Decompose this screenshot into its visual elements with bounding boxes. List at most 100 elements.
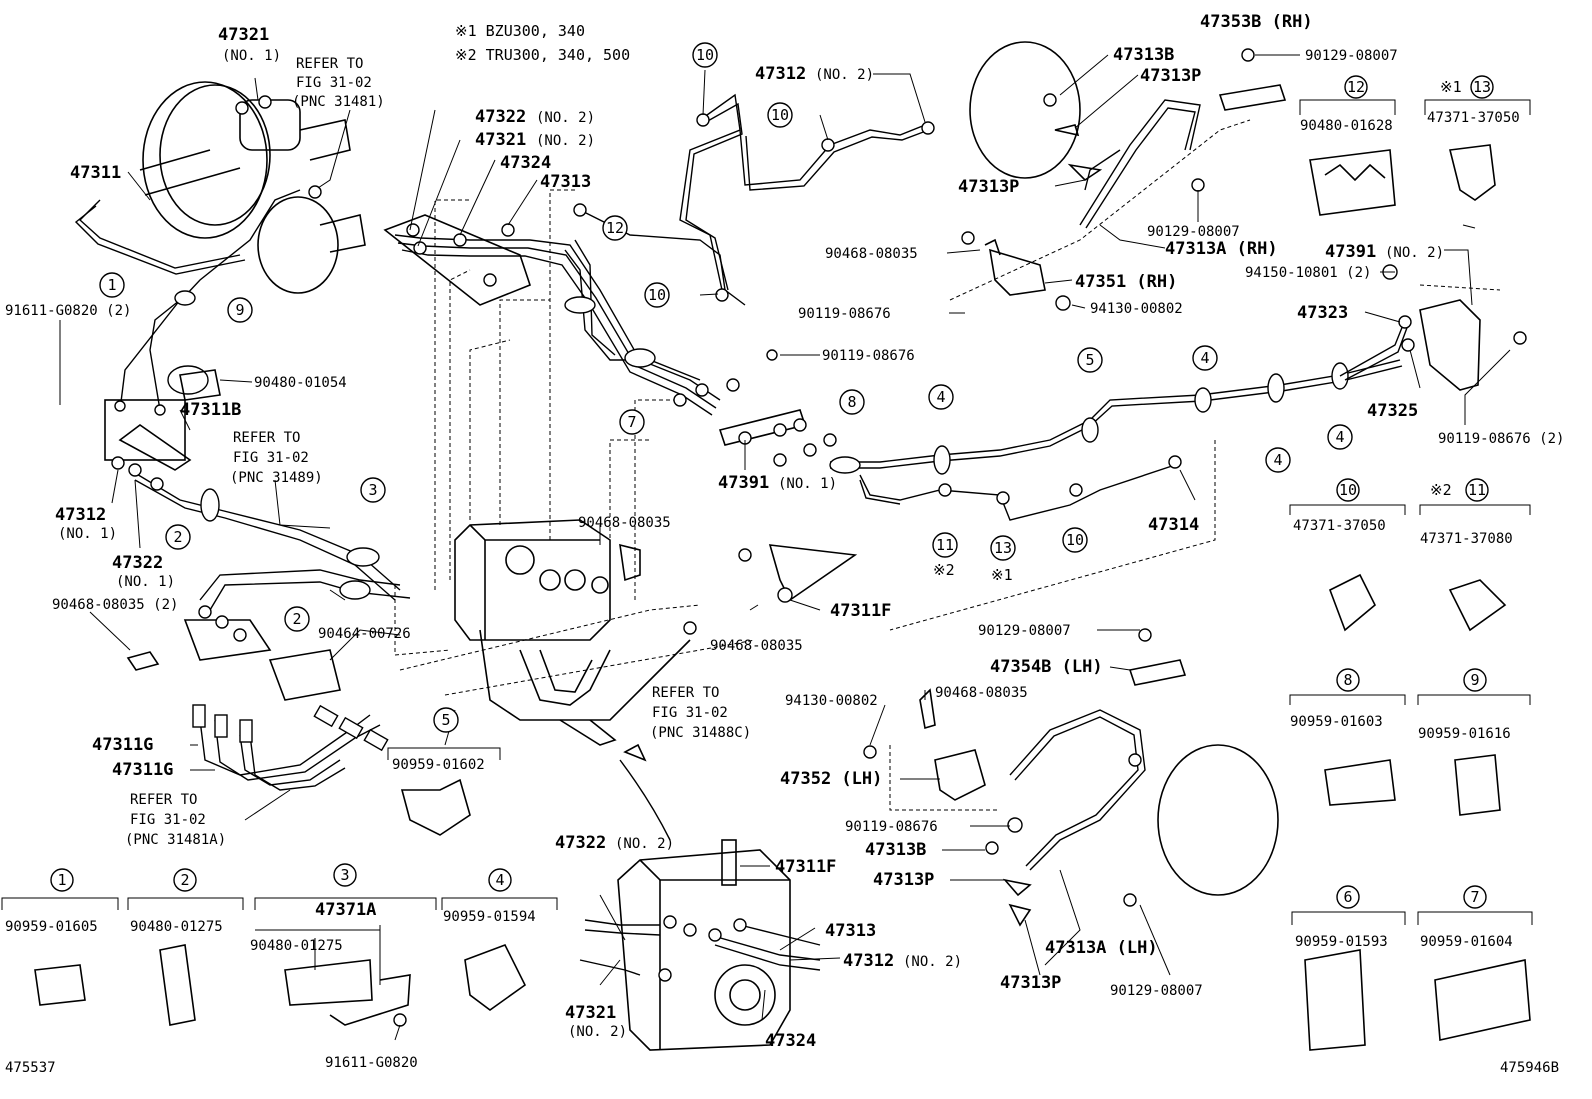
callout-10d — [1062, 527, 1088, 553]
callout-10a — [692, 42, 718, 68]
callout-circle — [1191, 178, 1205, 192]
label-no1-d: (NO. 1) — [778, 476, 837, 492]
label-94150: 94150-10801 (2) — [1245, 265, 1371, 281]
callout-circle — [726, 378, 740, 392]
label-47371a: 47371A — [315, 900, 376, 920]
callouts-k2: 2 — [180, 871, 189, 889]
rh-wheel-assembly — [949, 41, 1287, 311]
callout-circle — [1336, 668, 1360, 692]
callout-circle — [985, 841, 999, 855]
callout-circle — [708, 928, 722, 942]
label-90959-01594: 90959-01594 — [443, 909, 536, 925]
callout-circle — [564, 569, 586, 591]
label-no2-f: (NO. 2) — [568, 1024, 627, 1040]
label-no2-e: (NO. 2) — [903, 954, 962, 970]
callouts-c12: 12 — [606, 219, 624, 237]
callouts-c5b: 5 — [1085, 351, 1094, 369]
label-90959-01616: 90959-01616 — [1418, 726, 1511, 742]
lh-wheel-assembly — [863, 628, 1279, 927]
label-47313b-rh: 47313B — [1113, 45, 1174, 65]
callouts-star2: ※2 — [933, 561, 955, 579]
label-47354b: 47354B (LH) — [990, 657, 1103, 677]
callout-circle — [777, 587, 793, 603]
label-47371-37080: 47371-37080 — [1420, 531, 1513, 547]
callout-circle — [921, 121, 935, 135]
callout-circle — [1043, 93, 1057, 107]
label-47324-b: 47324 — [765, 1031, 816, 1051]
label-47371-37050-a: 47371-37050 — [1427, 110, 1520, 126]
callout-circle — [150, 477, 164, 491]
label-refer3c: (PNC 31481A) — [125, 832, 226, 848]
note-tru: ※2 TRU300, 340, 500 — [455, 46, 630, 64]
callout-circle — [714, 964, 776, 1026]
label-47311g-a: 47311G — [92, 735, 153, 755]
callout-4d — [1327, 424, 1353, 450]
label-refer1c: (PNC 31481) — [292, 94, 385, 110]
label-47371-37050-b: 47371-37050 — [1293, 518, 1386, 534]
callouts-k9: 9 — [1470, 671, 1479, 689]
callouts-c9: 9 — [235, 301, 244, 319]
callout-circle — [1336, 885, 1360, 909]
label-47313b-lh: 47313B — [865, 840, 926, 860]
label-90480-01275-a: 90480-01275 — [130, 919, 223, 935]
callout-circle — [1336, 478, 1360, 502]
label-90480-01054: 90480-01054 — [254, 375, 347, 391]
label-47313p-lh2: 47313P — [1000, 973, 1061, 993]
callout-circle — [1123, 893, 1137, 907]
label-47324: 47324 — [500, 153, 551, 173]
label-90959-01605: 90959-01605 — [5, 919, 98, 935]
callouts-c1: 1 — [107, 276, 116, 294]
callouts-k13: 13 — [1473, 78, 1491, 96]
callout-circle — [488, 868, 512, 892]
callout-5b — [1077, 347, 1103, 373]
callout-circle — [1401, 338, 1415, 352]
label-no1-a: (NO. 1) — [222, 48, 281, 64]
callout-circle — [453, 233, 467, 247]
callouts-k4: 4 — [495, 871, 504, 889]
callout-circle — [128, 463, 142, 477]
callout-circle — [50, 868, 74, 892]
key-brackets: 12 ※1 13 10 ※2 11 8 9 6 7 1 2 3 — [1, 75, 1533, 931]
callout-circle — [258, 95, 272, 109]
left-brake-tubes — [74, 189, 471, 836]
label-94130-rh: 94130-00802 — [1090, 301, 1183, 317]
label-47391-no2: 47391 — [1325, 242, 1376, 262]
label-refer3a: REFER TO — [130, 792, 197, 808]
callout-circle — [793, 418, 807, 432]
callout-circle — [738, 548, 752, 562]
callout-circle — [1344, 75, 1368, 99]
abs-closeup-drawing — [579, 839, 821, 1051]
callout-4b — [1192, 345, 1218, 371]
callout-circle — [413, 241, 427, 255]
label-47313p-lh1: 47313P — [873, 870, 934, 890]
callouts-c4d: 4 — [1335, 428, 1344, 446]
callouts-c10c: 10 — [648, 286, 666, 304]
label-no2-d: (NO. 2) — [1385, 245, 1444, 261]
label-47325: 47325 — [1367, 401, 1418, 421]
callout-4a — [928, 384, 954, 410]
part-labels: 47321 (NO. 1) REFER TO FIG 31-02 (PNC 31… — [5, 12, 1564, 1071]
callout-circle — [996, 491, 1010, 505]
callout-circle — [111, 456, 125, 470]
callouts-c7: 7 — [627, 413, 636, 431]
callout-circle — [1007, 817, 1023, 833]
callout-circle — [333, 863, 357, 887]
callouts-c8: 8 — [847, 393, 856, 411]
rear-brake-tubes — [829, 264, 1527, 631]
label-47322-no1: 47322 — [112, 553, 163, 573]
callout-circle — [715, 288, 729, 302]
callout-circles: 1 9 3 2 2 5 10 10 10 12 7 8 4 5 4 4 4 11… — [99, 42, 1353, 733]
callout-circle — [773, 453, 787, 467]
footer-left-id: 475537 — [5, 1060, 56, 1076]
callout-circle — [406, 223, 420, 237]
callout-circle — [308, 185, 322, 199]
callout-circle — [173, 868, 197, 892]
callout-circle — [114, 400, 126, 412]
abs-actuator-drawing — [394, 189, 756, 746]
label-47313p-rh2: 47313P — [958, 177, 1019, 197]
callout-circle — [733, 918, 747, 932]
label-90468-rh: 90468-08035 — [825, 246, 918, 262]
callout-circle — [1463, 885, 1487, 909]
label-47314: 47314 — [1148, 515, 1199, 535]
